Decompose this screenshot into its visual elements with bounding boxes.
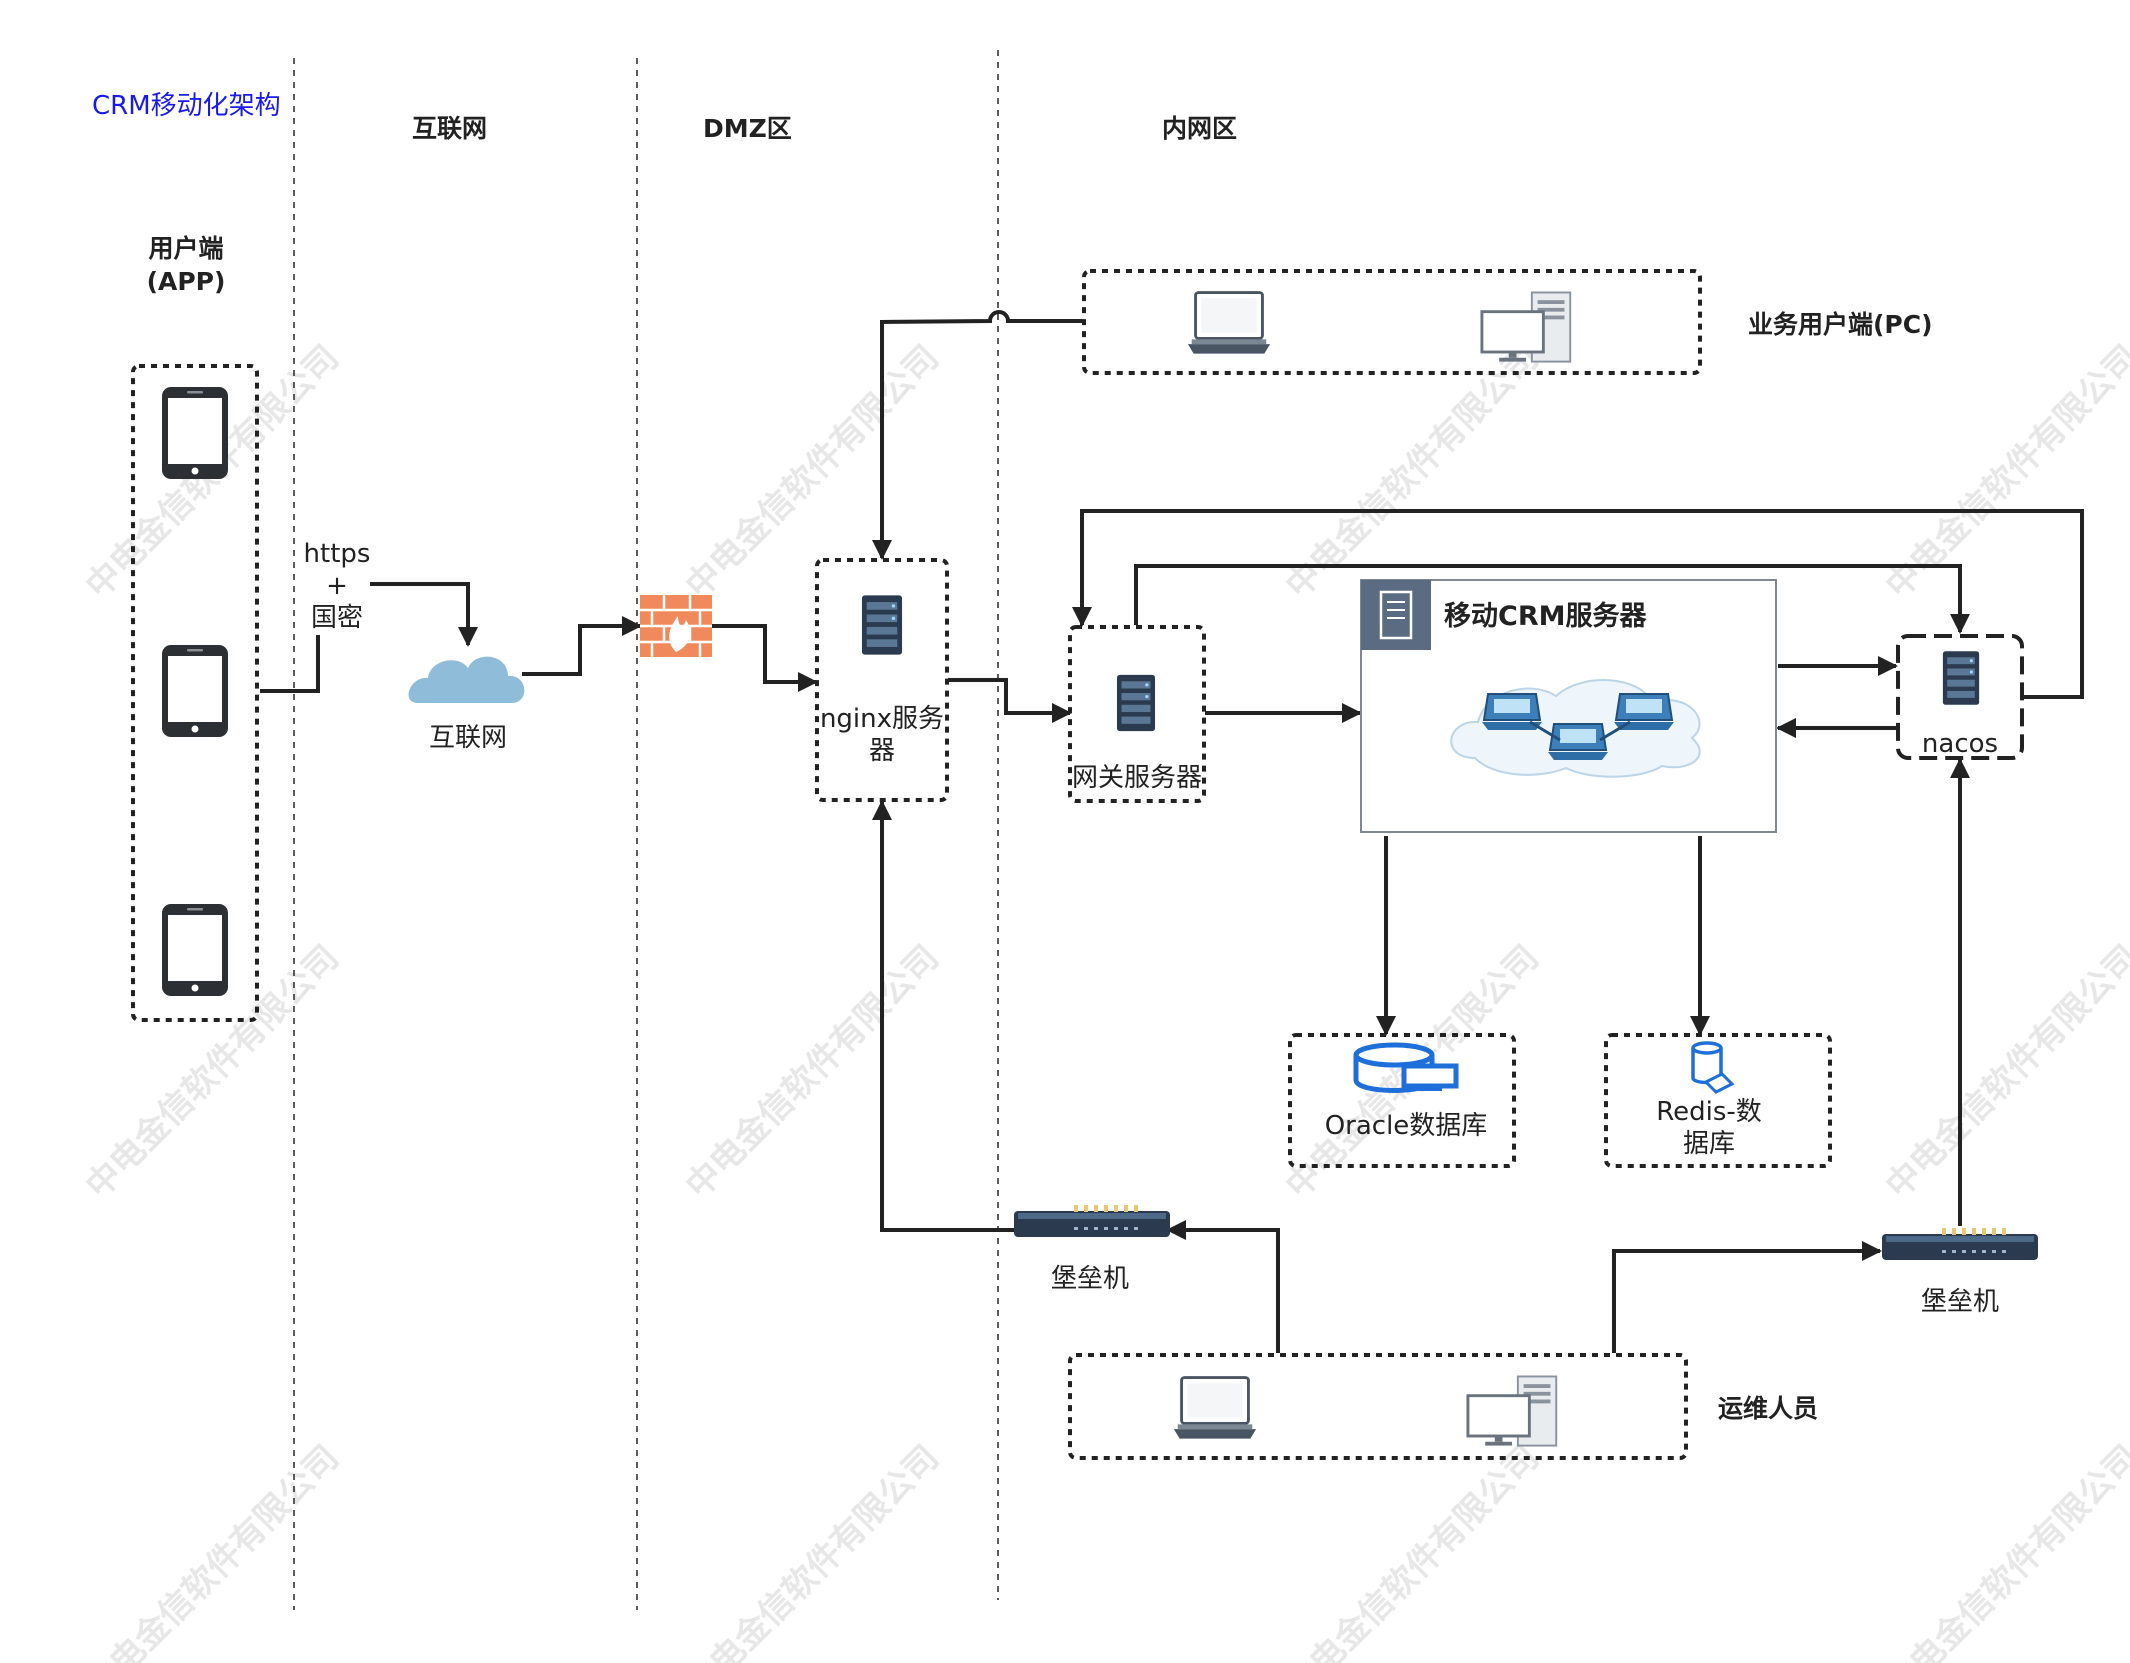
nacos-server-icon (1942, 651, 1980, 705)
zone-internet-heading: 互联网 (412, 114, 487, 143)
nginx-server-icon (861, 595, 903, 655)
nacos-server-box (1896, 634, 2024, 760)
desktop-computer-icon (1466, 1375, 1558, 1448)
edge-app-to-protocol (260, 635, 320, 693)
watermark: 中电金信软件有限公司 (1878, 1438, 2130, 1663)
redis-database-box (1604, 1033, 1832, 1168)
mobile-phone-icon (162, 387, 228, 479)
bastion-host-right-icon (1882, 1228, 2038, 1260)
gateway-server-box (1068, 625, 1206, 803)
business-pc-box (1082, 269, 1702, 375)
network-cloud-icon (1450, 679, 1701, 778)
crm-server-label: 移动CRM服务器 (1444, 601, 1647, 632)
diagram-title: CRM移动化架构 (92, 91, 281, 121)
watermark: 中电金信软件有限公司 (1278, 1438, 1547, 1663)
watermark: 中电金信软件有限公司 (1878, 938, 2130, 1207)
laptop-icon (1186, 291, 1272, 356)
edge-cloud-to-firewall (522, 616, 642, 676)
crm-header-server-icon (1361, 580, 1431, 650)
gateway-label: 网关服务器 (1072, 763, 1202, 793)
edge-protocol-to-cloud (370, 582, 478, 647)
business-pc-label: 业务用户端(PC) (1748, 310, 1933, 339)
zone-intranet-heading: 内网区 (1162, 114, 1237, 143)
nginx-label-line1: nginx服务 (820, 704, 944, 734)
watermark-layer: 中电金信软件有限公司 中电金信软件有限公司 中电金信软件有限公司 中电金信软件有… (78, 338, 2130, 1663)
edge-firewall-to-nginx (712, 624, 818, 692)
nginx-server-box (815, 558, 949, 802)
ops-staff-box (1068, 1353, 1688, 1460)
zone-dmz-heading: DMZ区 (703, 114, 792, 143)
redis-label-line2: 据库 (1683, 1129, 1735, 1159)
ops-label: 运维人员 (1718, 1394, 1818, 1423)
edge-nginx-to-gateway (948, 678, 1072, 723)
watermark: 中电金信软件有限公司 (678, 1438, 947, 1663)
oracle-label: Oracle数据库 (1325, 1111, 1488, 1141)
gateway-server-icon (1116, 674, 1156, 732)
edge-pc-to-nginx (872, 310, 1082, 560)
user-app-group-box (131, 364, 259, 1022)
mobile-phone-icon (162, 904, 228, 996)
user-app-label-line2: (APP) (147, 267, 226, 296)
mobile-phone-icon (162, 645, 228, 737)
watermark: 中电金信软件有限公司 (678, 338, 947, 607)
protocol-label-line3: 国密 (311, 603, 363, 633)
protocol-label-line1: https (304, 539, 371, 569)
nacos-label: nacos (1922, 729, 1998, 759)
protocol-label-line2: + (326, 571, 348, 601)
edge-nacos-to-gateway (1072, 509, 2084, 699)
watermark: 中电金信软件有限公司 (78, 1438, 347, 1663)
oracle-database-icon (1353, 1042, 1459, 1093)
bastion-left-label: 堡垒机 (1051, 1264, 1129, 1294)
desktop-computer-icon (1480, 291, 1572, 364)
bastion-right-label: 堡垒机 (1921, 1287, 1999, 1317)
oracle-database-box (1288, 1033, 1516, 1168)
nginx-label-line2: 器 (869, 736, 895, 766)
bastion-host-left-icon (1014, 1205, 1170, 1237)
edge-bastion-left-to-nginx (872, 800, 1016, 1232)
redis-label-line1: Redis-数 (1656, 1097, 1762, 1127)
edge-ops-to-bastion-right (1612, 1241, 1882, 1353)
internet-cloud-icon (408, 656, 525, 703)
internet-cloud-label: 互联网 (429, 723, 507, 753)
user-app-label-line1: 用户端 (148, 234, 223, 263)
laptop-icon (1172, 1376, 1258, 1441)
edge-gateway-to-nacos (1134, 564, 1970, 634)
watermark: 中电金信软件有限公司 (678, 938, 947, 1207)
edge-ops-to-bastion-left (1166, 1220, 1280, 1353)
redis-database-icon (1691, 1041, 1735, 1094)
connections (260, 310, 2084, 1353)
firewall-icon (640, 595, 712, 657)
